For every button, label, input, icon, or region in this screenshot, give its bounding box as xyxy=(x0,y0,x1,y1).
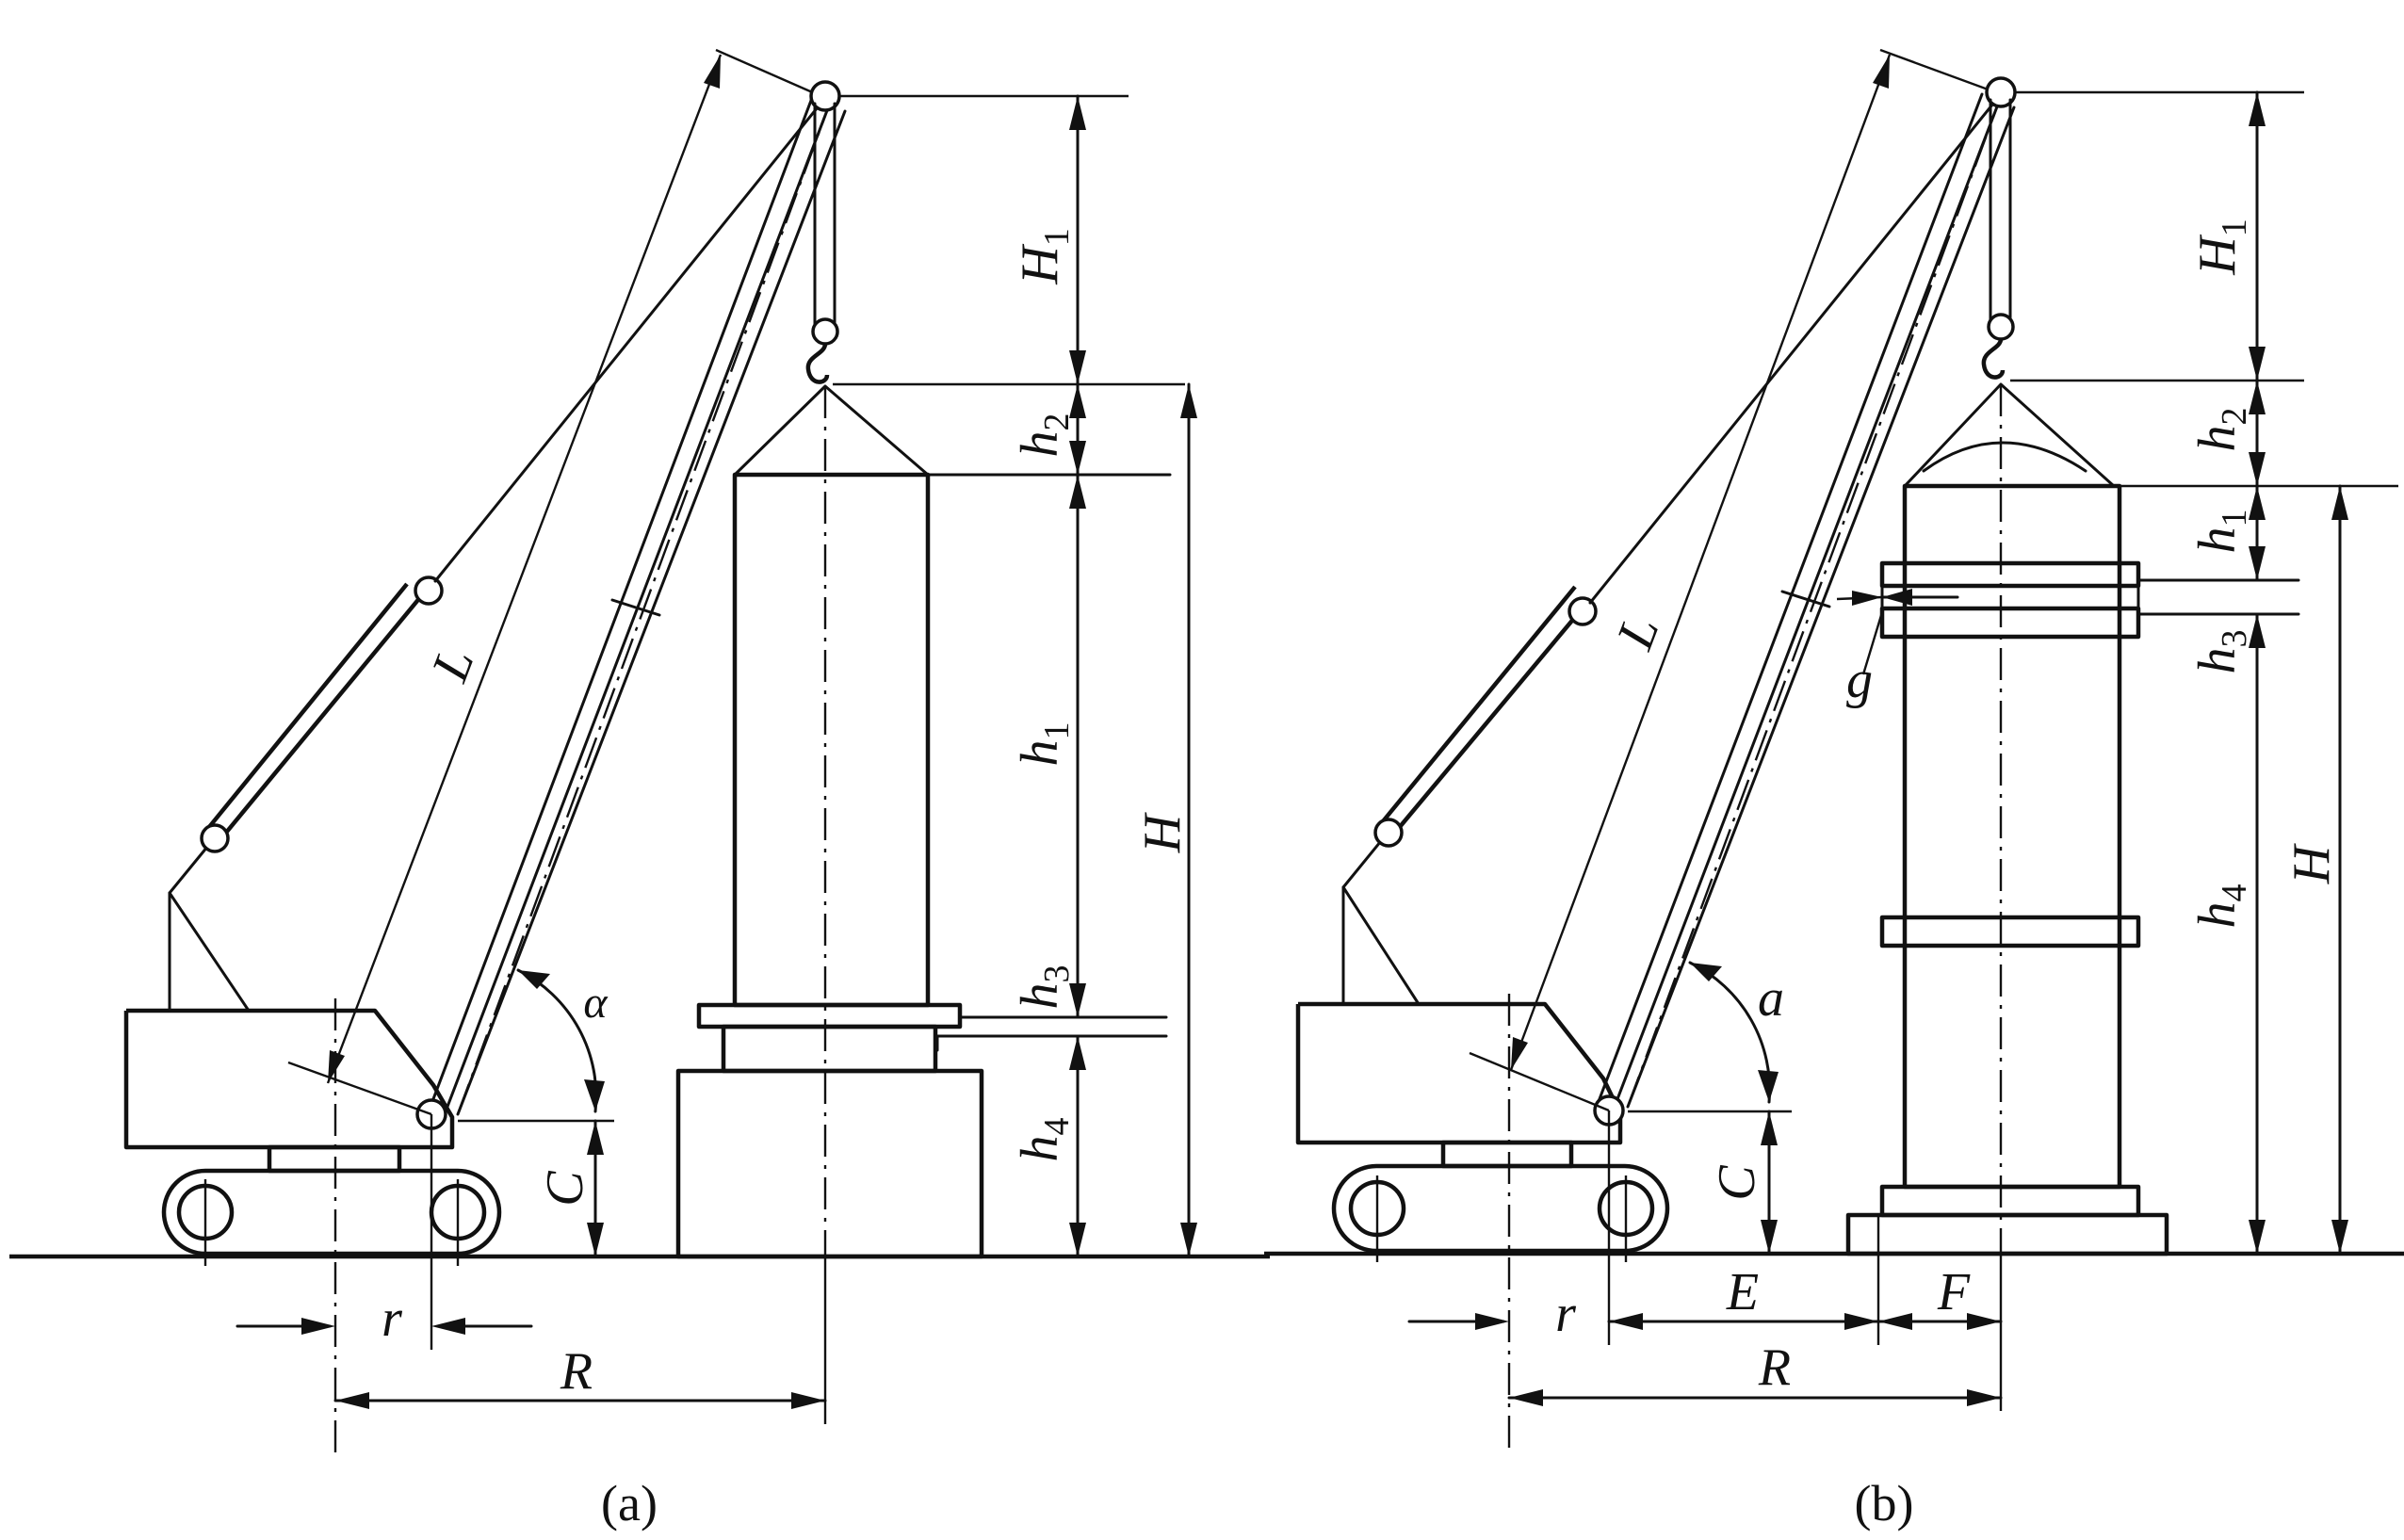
label-R-b: R xyxy=(1758,1338,1791,1397)
label-h4-b: h4 xyxy=(2188,884,2254,929)
label-L-b: L xyxy=(1605,608,1670,657)
dim-C-b xyxy=(1628,1110,1792,1256)
caption-b: (b) xyxy=(1855,1475,1914,1532)
crawler-track-a xyxy=(161,1144,502,1266)
label-alpha-a: α xyxy=(583,978,608,1028)
crane-cab-b xyxy=(1295,885,1623,1145)
label-h3-a: h3 xyxy=(1011,965,1077,1010)
label-L-a: L xyxy=(420,640,485,689)
load-column-a xyxy=(675,384,1172,1259)
label-C-a: C xyxy=(536,1171,594,1207)
dim-r-R-a xyxy=(236,998,827,1455)
crane-cab-a xyxy=(123,891,455,1150)
gap-g-marker-b xyxy=(1836,589,1959,675)
caption-a: (a) xyxy=(601,1475,658,1532)
dim-r-E-F-R-b xyxy=(1407,994,2003,1451)
pendant-cable-a xyxy=(168,48,827,895)
dim-C-a xyxy=(458,1119,614,1258)
angle-a-b xyxy=(1688,961,1779,1104)
dim-L-a xyxy=(287,54,723,1116)
crawler-track-b xyxy=(1331,1140,1670,1262)
boom-a xyxy=(427,96,847,1121)
load-vessel-b xyxy=(1845,382,2300,1256)
hook-block-b xyxy=(1981,76,2017,380)
angle-alpha-a xyxy=(516,968,605,1113)
label-h1-a: h1 xyxy=(1011,722,1077,767)
dim-H1-a xyxy=(833,94,1185,1258)
label-H-a: H xyxy=(1133,812,1192,853)
label-g-b: g xyxy=(1846,651,1873,709)
dim-H1-b xyxy=(2010,90,2398,1256)
pendant-cable-b xyxy=(1341,48,2003,889)
label-H1-b: H1 xyxy=(2188,219,2254,275)
label-h1-b: h1 xyxy=(2188,510,2254,554)
label-C-b: C xyxy=(1708,1165,1766,1201)
label-h2-b: h2 xyxy=(2188,408,2254,452)
dim-H-a xyxy=(1180,382,1197,1258)
dim-H-b xyxy=(2331,484,2348,1256)
dim-L-b xyxy=(1469,54,1892,1112)
label-F-b: F xyxy=(1937,1263,1971,1321)
label-h4-a: h4 xyxy=(1011,1118,1077,1162)
label-R-a: R xyxy=(560,1342,593,1401)
label-h3-b: h3 xyxy=(2188,630,2254,674)
boom-b xyxy=(1596,92,2016,1113)
label-r-a: r xyxy=(382,1289,402,1348)
label-H1-a: H1 xyxy=(1011,228,1077,284)
label-E-b: E xyxy=(1726,1263,1759,1321)
panel-a: H1 h2 h1 h3 h4 H L α C r R (a) xyxy=(9,48,1270,1532)
label-H-b: H xyxy=(2282,843,2341,884)
panel-b: H1 h2 h1 h3 h4 H L a g C r E F R (b) xyxy=(1264,48,2404,1532)
label-a-b: a xyxy=(1758,969,1784,1028)
label-h2-a: h2 xyxy=(1011,413,1077,458)
label-r-b: r xyxy=(1555,1285,1576,1343)
hook-block-a xyxy=(805,80,841,384)
